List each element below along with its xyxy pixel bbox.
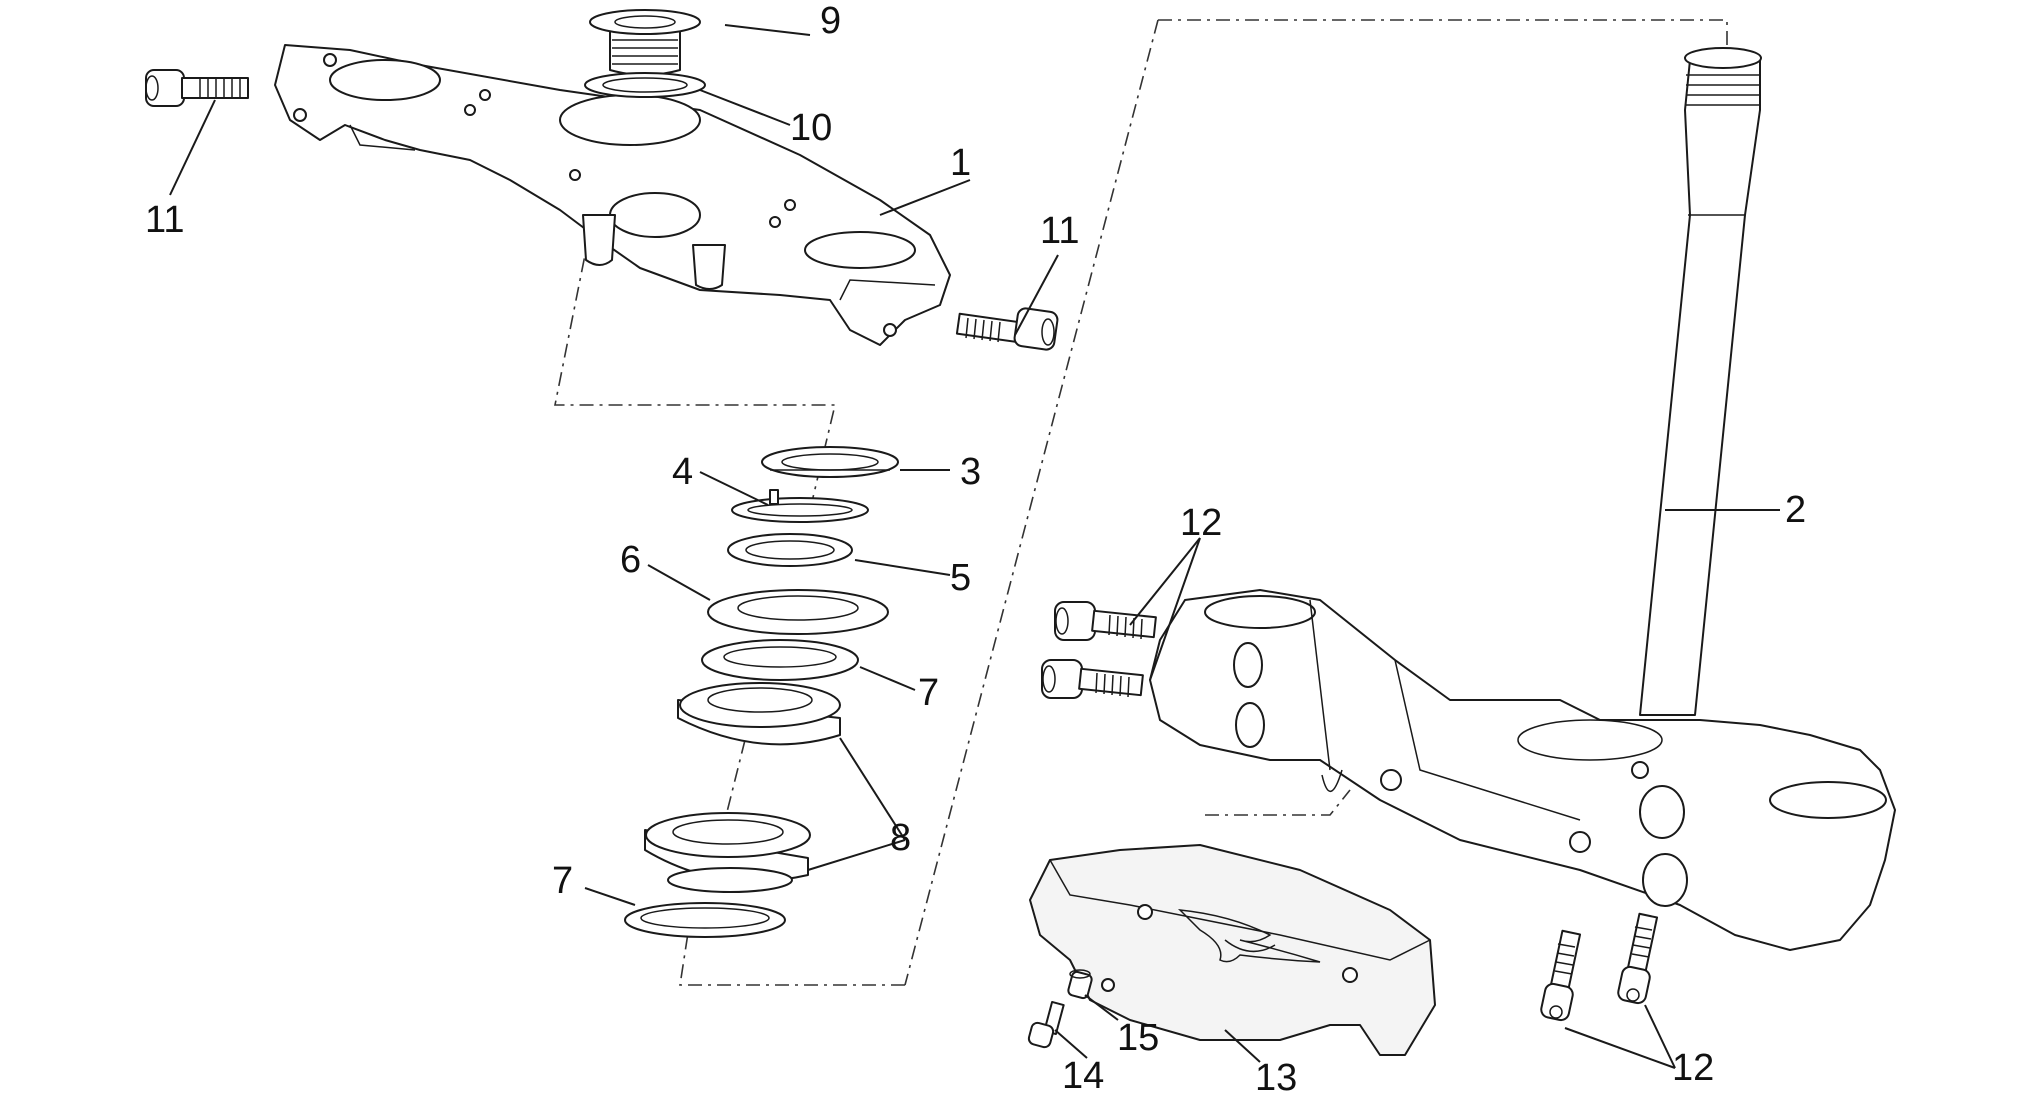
ring-nut-3 <box>761 446 899 478</box>
callout-12-upper: 12 <box>1180 502 1222 544</box>
callout-6: 6 <box>620 539 641 581</box>
bearing-8-lower <box>644 812 811 893</box>
callout-7-upper: 7 <box>918 672 939 714</box>
washer-10 <box>584 72 706 98</box>
seal-7-upper <box>701 639 859 681</box>
callout-9: 9 <box>820 0 841 42</box>
callout-7-lower: 7 <box>552 860 573 902</box>
callout-5: 5 <box>950 557 971 599</box>
callout-13: 13 <box>1255 1057 1297 1093</box>
upper-triple-clamp <box>274 44 951 346</box>
callout-15: 15 <box>1117 1017 1159 1059</box>
dust-cover-6 <box>707 589 889 635</box>
ring-nut-5 <box>727 533 853 567</box>
callout-8: 8 <box>890 817 911 859</box>
cover-plate-13 <box>1029 844 1436 1056</box>
bolt-12-left-lower <box>1041 659 1144 699</box>
seal-7-lower <box>624 902 786 938</box>
lock-washer-4 <box>731 489 869 523</box>
callout-12-lower: 12 <box>1672 1047 1714 1089</box>
top-nut-9 <box>589 9 701 76</box>
assembly-lines <box>554 19 1728 986</box>
callout-2: 2 <box>1785 489 1806 531</box>
bolt-11-left <box>145 69 249 107</box>
callout-11-right: 11 <box>1040 210 1079 252</box>
screw-14 <box>1027 1000 1065 1049</box>
callout-4: 4 <box>672 451 693 493</box>
callout-labels: 9 10 1 11 11 3 4 5 6 7 8 7 2 12 12 13 14… <box>145 0 1806 1093</box>
bolt-12-bottom-right <box>1617 912 1659 1005</box>
spacer-15 <box>1067 969 1093 1000</box>
bolt-12-bottom-left <box>1540 929 1582 1022</box>
callout-14: 14 <box>1062 1055 1104 1093</box>
bearing-8-upper <box>677 682 841 746</box>
bolt-12-left-upper <box>1054 601 1157 641</box>
bolt-11-right <box>955 307 1059 351</box>
callout-1: 1 <box>950 142 971 184</box>
leader-lines <box>169 24 1780 1069</box>
callout-11-left: 11 <box>145 199 184 241</box>
callout-3: 3 <box>960 451 981 493</box>
steering-stem-lower-clamp <box>1149 47 1896 951</box>
callout-10: 10 <box>790 107 832 149</box>
